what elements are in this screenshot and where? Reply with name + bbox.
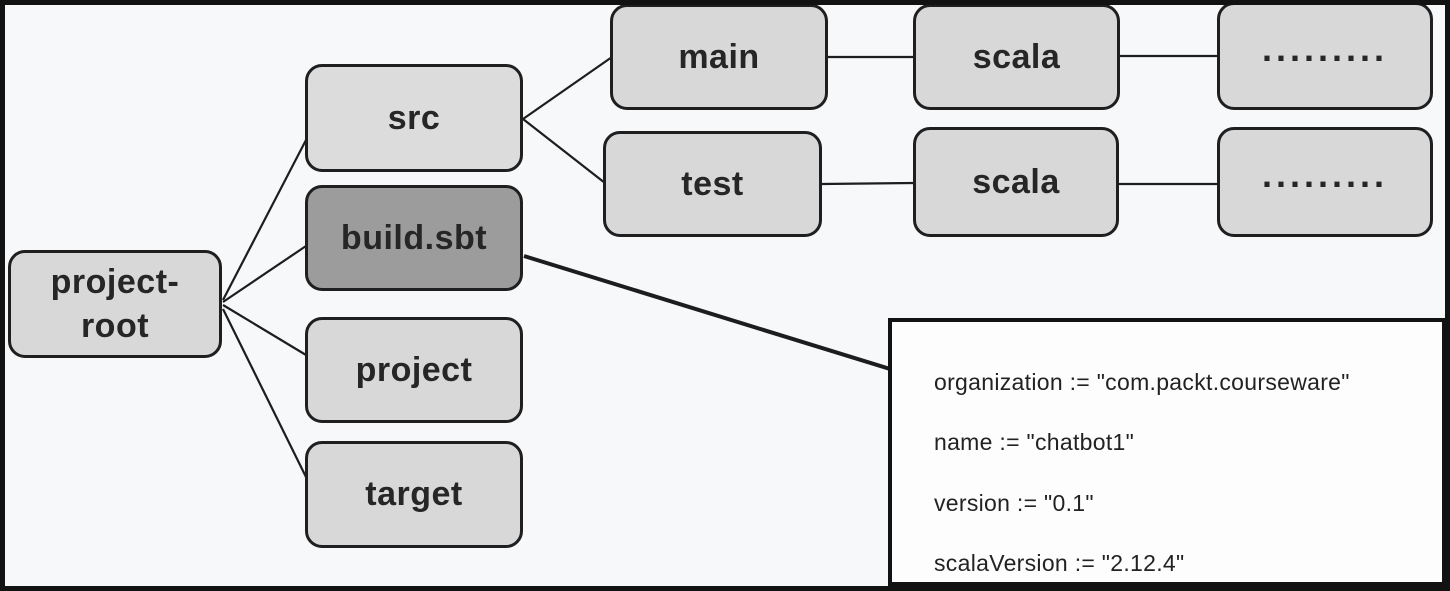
node-scala-test-label: scala xyxy=(972,162,1060,201)
edge-root-target xyxy=(222,308,307,478)
edge-root-project xyxy=(222,304,307,356)
node-build-sbt: build.sbt xyxy=(305,185,523,291)
node-target-label: target xyxy=(365,475,463,514)
dots-main-label: ......... xyxy=(1261,27,1389,69)
node-project-root-label: project-root xyxy=(50,262,180,345)
edge-root-src xyxy=(222,139,307,301)
node-main-label: main xyxy=(678,37,760,76)
node-project: project xyxy=(305,317,523,423)
code-line-organization: organization := "com.packt.courseware" xyxy=(934,368,1350,395)
node-target: target xyxy=(305,441,523,548)
code-line-name: name := "chatbot1" xyxy=(934,429,1135,456)
node-build-sbt-label: build.sbt xyxy=(340,218,488,257)
node-scala-main-label: scala xyxy=(972,37,1061,76)
code-line-scala-version: scalaVersion := "2.12.4" xyxy=(934,550,1185,577)
node-dots-placeholder-main: ......... xyxy=(1217,2,1433,110)
build-sbt-code-box: organization := "com.packt.courseware" n… xyxy=(888,318,1446,586)
node-src-label: src xyxy=(387,98,441,137)
dots-test-label: ......... xyxy=(1261,153,1389,195)
node-scala-main: scala xyxy=(913,4,1120,110)
node-scala-test: scala xyxy=(913,127,1119,237)
edge-test-scala xyxy=(821,181,916,186)
code-line-version: version := "0.1" xyxy=(934,489,1094,516)
node-dots-placeholder-test: ......... xyxy=(1217,127,1433,237)
node-project-root: project-root xyxy=(8,250,222,358)
node-src: src xyxy=(305,64,523,172)
node-test-label: test xyxy=(681,164,744,203)
edge-root-buildsbt xyxy=(222,245,307,303)
node-main: main xyxy=(610,4,828,110)
edge-src-test xyxy=(522,118,606,184)
edge-buildsbt-codebox xyxy=(523,254,891,371)
edge-src-main xyxy=(522,56,613,120)
node-test: test xyxy=(603,131,822,237)
node-project-label: project xyxy=(355,350,473,389)
